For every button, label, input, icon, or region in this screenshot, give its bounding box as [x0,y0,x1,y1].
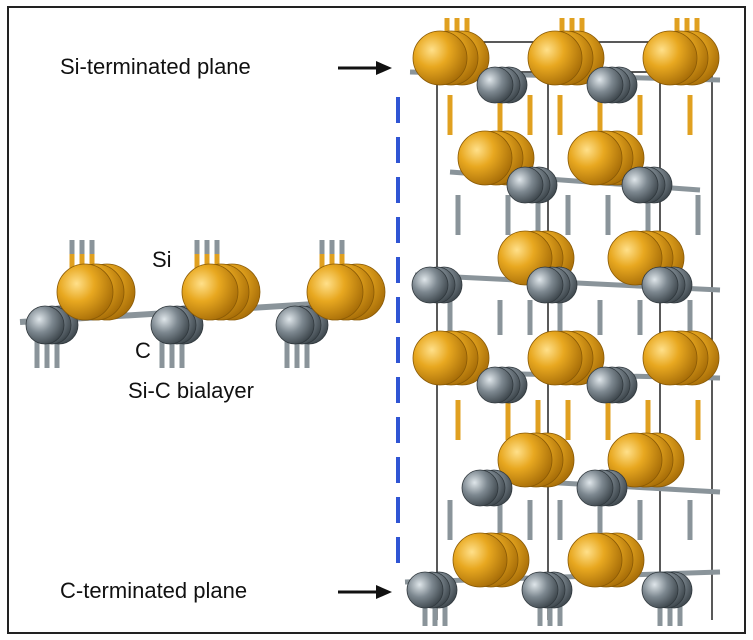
carbon-atom [621,166,659,204]
silicon-atom [306,263,364,321]
carbon-atom [461,469,499,507]
carbon-atom [275,305,315,345]
bilayer-label: Si-C bialayer [128,378,254,403]
silicon-atom [642,30,698,86]
carbon-atom [641,571,679,609]
atom-layer [25,30,720,609]
figure-border [7,6,746,634]
silicon-atom [412,30,468,86]
right-arrow-icon [338,61,392,75]
si-atom-label: Si [152,247,172,272]
right-arrow-icon [338,585,392,599]
carbon-atom [406,571,444,609]
silicon-atom [181,263,239,321]
c-atom-label: C [135,338,151,363]
carbon-atom [586,366,624,404]
silicon-atom [567,130,623,186]
silicon-atom [567,532,623,588]
carbon-atom [506,166,544,204]
silicon-atom [642,330,698,386]
silicon-atom [607,432,663,488]
silicon-atom [56,263,114,321]
c-terminated-plane-label: C-terminated plane [60,578,248,603]
silicon-atom [452,532,508,588]
carbon-atom [641,266,679,304]
carbon-atom [476,66,514,104]
carbon-atom [586,66,624,104]
silicon-atom [497,432,553,488]
carbon-atom [476,366,514,404]
carbon-atom [526,266,564,304]
carbon-atom [411,266,449,304]
silicon-atom [457,130,513,186]
carbon-atom [25,305,65,345]
silicon-atom [412,330,468,386]
carbon-atom [150,305,190,345]
carbon-atom [576,469,614,507]
si-terminated-plane-label: Si-terminated plane [60,54,251,79]
silicon-atom [527,30,583,86]
silicon-atom [527,330,583,386]
carbon-atom [521,571,559,609]
